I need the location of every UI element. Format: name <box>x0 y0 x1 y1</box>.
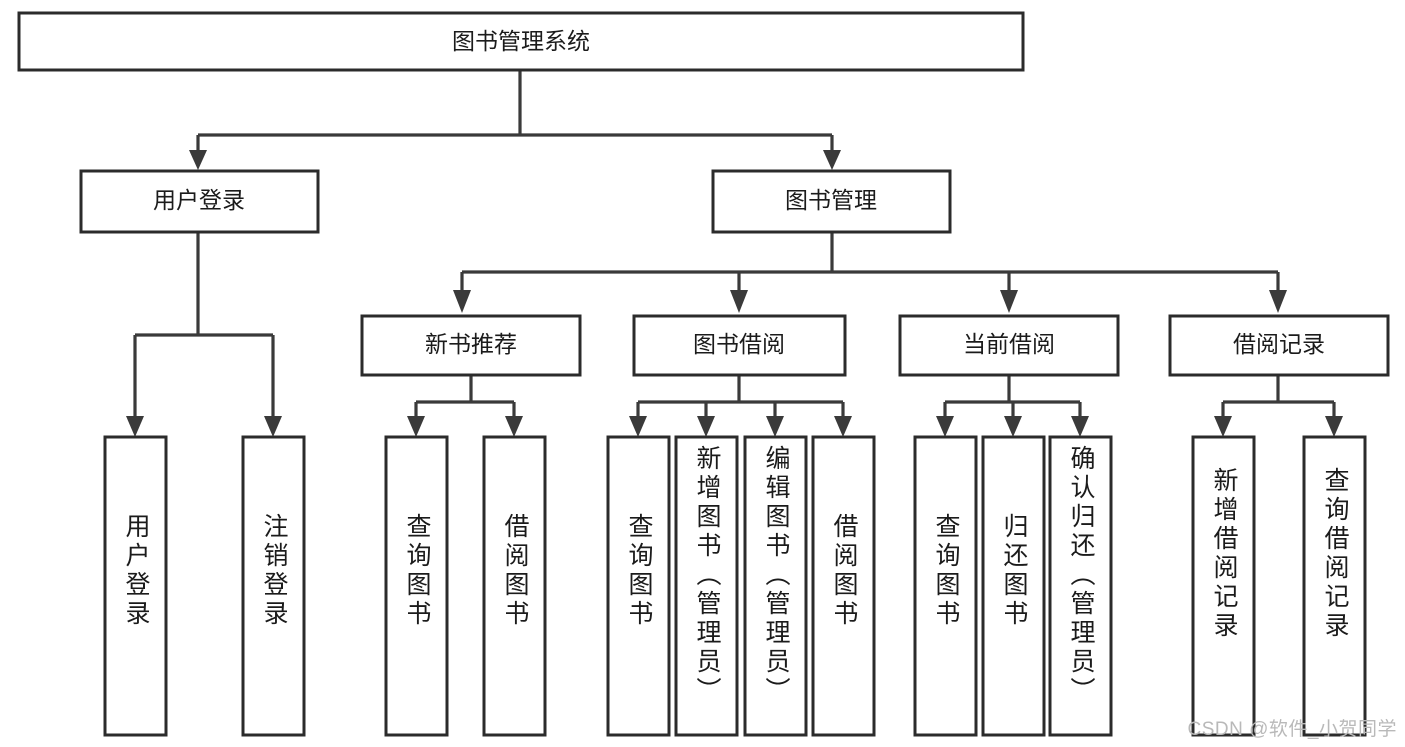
leaf-box-user-login-1[interactable] <box>241 435 306 737</box>
node-new-book-recommend-box[interactable] <box>360 314 582 377</box>
connector-borrow-record-to-leaves <box>1214 375 1343 437</box>
node-borrow-record-box[interactable] <box>1168 314 1390 377</box>
node-current-borrow-label: 当前借阅 <box>963 331 1055 357</box>
leaf-box-new-book-1[interactable] <box>482 435 547 737</box>
leaf-box-book-borrow-3[interactable] <box>811 435 876 737</box>
node-root-label: 图书管理系统 <box>452 28 590 54</box>
connector-book-borrow-to-leaves <box>629 375 852 437</box>
node-user-login-box[interactable] <box>79 169 320 234</box>
leaf-box-current-borrow-1[interactable] <box>981 435 1046 737</box>
arrow-head-icon <box>453 290 471 313</box>
arrow-head-icon <box>505 416 523 437</box>
arrow-head-icon <box>730 290 748 313</box>
csdn-watermark: CSDN @软件_小贺同学 <box>1187 719 1397 740</box>
leaf-box-current-borrow-2[interactable] <box>1048 435 1113 737</box>
arrow-head-icon <box>126 416 144 437</box>
leaf-box-borrow-record-0[interactable] <box>1191 435 1256 737</box>
leaf-box-user-login-0[interactable] <box>103 435 168 737</box>
arrow-head-icon <box>936 416 954 437</box>
arrow-head-icon <box>1004 416 1022 437</box>
leaf-box-borrow-record-1[interactable] <box>1302 435 1367 737</box>
node-book-borrow-label: 图书借阅 <box>693 331 785 357</box>
node-borrow-record-label: 借阅记录 <box>1233 331 1325 357</box>
node-new-book-recommend-label: 新书推荐 <box>425 331 517 357</box>
arrow-head-icon <box>189 150 207 170</box>
leaf-box-current-borrow-0[interactable] <box>913 435 978 737</box>
leaf-box-book-borrow-0[interactable] <box>606 435 671 737</box>
node-book-borrow-box[interactable] <box>632 314 847 377</box>
arrow-head-icon <box>766 416 784 437</box>
leaf-box-book-borrow-2[interactable] <box>743 435 808 737</box>
arrow-head-icon <box>407 416 425 437</box>
leaf-box-new-book-0[interactable] <box>384 435 449 737</box>
node-book-borrow[interactable]: 图书借阅 <box>632 314 847 377</box>
node-borrow-record[interactable]: 借阅记录 <box>1168 314 1390 377</box>
node-current-borrow-box[interactable] <box>898 314 1120 377</box>
leaf-box-book-borrow-1[interactable] <box>674 435 739 737</box>
connector-root-to-level1 <box>189 70 841 170</box>
arrow-head-icon <box>264 416 282 437</box>
connector-book-mgmt-to-level2 <box>453 232 1287 313</box>
node-user-login-label: 用户登录 <box>153 187 245 213</box>
node-book-management[interactable]: 图书管理 <box>711 169 952 234</box>
arrow-head-icon <box>834 416 852 437</box>
arrow-head-icon <box>1000 290 1018 313</box>
arrow-head-icon <box>1071 416 1089 437</box>
node-new-book-recommend[interactable]: 新书推荐 <box>360 314 582 377</box>
node-book-management-label: 图书管理 <box>785 187 877 213</box>
node-root[interactable]: 图书管理系统 <box>17 11 1025 72</box>
arrow-head-icon <box>1325 416 1343 437</box>
connector-current-borrow-to-leaves <box>936 375 1089 437</box>
connector-user-login-to-leaves <box>126 232 282 437</box>
arrow-head-icon <box>1214 416 1232 437</box>
arrow-head-icon <box>629 416 647 437</box>
node-current-borrow[interactable]: 当前借阅 <box>898 314 1120 377</box>
arrow-head-icon <box>697 416 715 437</box>
connector-new-book-to-leaves <box>407 375 523 437</box>
node-user-login[interactable]: 用户登录 <box>79 169 320 234</box>
node-root-box[interactable] <box>17 11 1025 72</box>
arrow-head-icon <box>1269 290 1287 313</box>
node-book-management-box[interactable] <box>711 169 952 234</box>
arrow-head-icon <box>823 150 841 170</box>
